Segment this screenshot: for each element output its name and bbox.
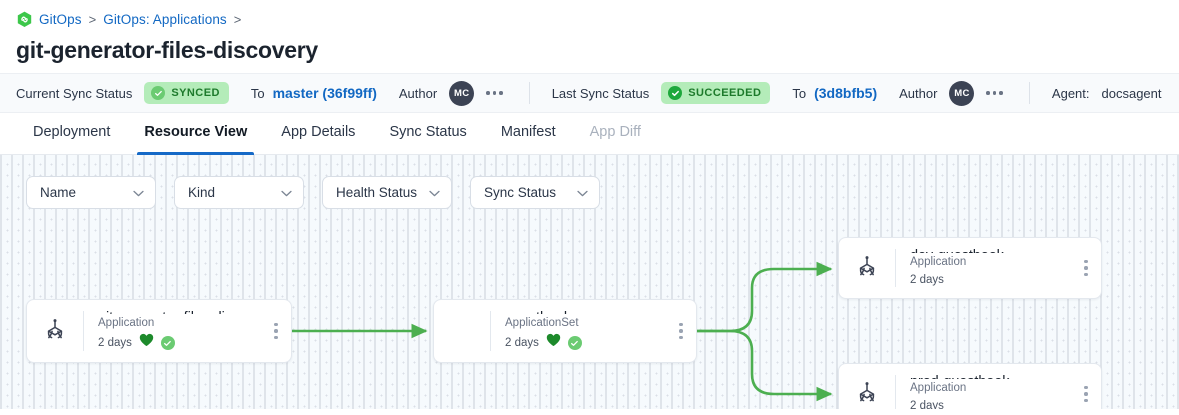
filter-bar: Name Kind Health Status Sync Status (26, 176, 600, 209)
node-body: prod-guestbook Application 2 days (896, 364, 1071, 409)
filter-sync-status-label: Sync Status (484, 185, 557, 200)
author-label-2: Author (899, 85, 938, 101)
node-age: 2 days (910, 274, 944, 286)
synced-check-icon (151, 86, 166, 100)
healthy-heart-icon (139, 333, 154, 353)
node-overflow-menu[interactable] (1071, 364, 1101, 409)
tab-bar: Deployment Resource View App Details Syn… (0, 113, 1179, 155)
synced-check-icon (160, 336, 175, 350)
gitops-hex-link-icon (16, 11, 33, 28)
argo-application-icon (839, 364, 895, 409)
node-body: guestbook ApplicationSet 2 days (491, 300, 666, 362)
tab-sync-status[interactable]: Sync Status (389, 124, 467, 140)
breadcrumb-item-gitops[interactable]: GitOps (39, 11, 82, 27)
filter-name-label: Name (40, 185, 77, 200)
tab-app-details[interactable]: App Details (281, 124, 356, 140)
node-body: dev-guestbook Application 2 days (896, 238, 1071, 298)
resource-graph-canvas[interactable]: Name Kind Health Status Sync Status (0, 155, 1179, 409)
chevron-down-icon (577, 185, 588, 200)
status-divider-2 (1028, 82, 1030, 104)
current-to-label: To (250, 85, 265, 101)
breadcrumb-separator-2: > (233, 11, 242, 27)
healthy-heart-icon (546, 333, 561, 353)
agent-label: Agent: (1051, 85, 1090, 101)
node-title: guestbook (505, 309, 666, 314)
argo-application-icon (27, 300, 83, 362)
node-overflow-menu[interactable] (1071, 238, 1101, 298)
node-kind: Application (910, 256, 967, 268)
tab-resource-view[interactable]: Resource View (127, 112, 264, 155)
chevron-down-icon (429, 185, 440, 200)
last-revision-link[interactable]: (3d8bfb5) (814, 85, 878, 101)
tab-deployment[interactable]: Deployment (33, 124, 111, 140)
node-meta: 2 days (505, 333, 666, 353)
node-divider (490, 311, 491, 351)
node-age: 2 days (98, 336, 132, 349)
filter-kind[interactable]: Kind (174, 176, 304, 209)
last-sync-status-label: Last Sync Status (551, 85, 650, 101)
breadcrumb: GitOps > GitOps: Applications > (0, 0, 1179, 28)
node-meta: 2 days (910, 272, 1071, 289)
node-overflow-menu[interactable] (261, 300, 291, 362)
last-sync-status-badge-label: SUCCEEDED (688, 87, 762, 99)
argo-application-icon (839, 238, 895, 298)
last-to-label: To (792, 85, 807, 101)
graph-node-prod-guestbook[interactable]: prod-guestbook Application 2 days (838, 363, 1102, 409)
node-kind: Application (98, 317, 155, 329)
chevron-down-icon (133, 185, 144, 200)
avatar-2[interactable]: MC (949, 80, 975, 106)
tab-app-diff: App Diff (589, 124, 641, 140)
node-overflow-menu[interactable] (666, 300, 696, 362)
node-meta: 2 days (910, 398, 1071, 409)
node-age: 2 days (910, 400, 944, 409)
status-bar: Current Sync Status SYNCED To master (36… (0, 73, 1179, 113)
graph-node-dev-guestbook[interactable]: dev-guestbook Application 2 days (838, 237, 1102, 299)
current-sync-status-label: Current Sync Status (16, 85, 133, 101)
node-divider (895, 249, 896, 287)
graph-node-guestbook[interactable]: guestbook ApplicationSet 2 days (433, 299, 697, 363)
node-age: 2 days (505, 336, 539, 349)
node-title: prod-guestbook (910, 373, 1071, 379)
node-title: dev-guestbook (910, 247, 1071, 253)
succeeded-check-icon (668, 86, 683, 100)
filter-sync-status[interactable]: Sync Status (470, 176, 600, 209)
synced-check-icon (567, 336, 582, 350)
filter-health-status[interactable]: Health Status (322, 176, 452, 209)
current-sync-status-badge-label: SYNCED (171, 87, 220, 99)
breadcrumb-separator: > (88, 11, 97, 27)
filter-health-status-label: Health Status (336, 185, 418, 200)
node-kind: ApplicationSet (505, 317, 579, 329)
graph-node-git-generator-files-discovery[interactable]: git-generator-files-disco... Application… (26, 299, 292, 363)
node-meta: 2 days (98, 333, 261, 353)
last-sync-status-badge[interactable]: SUCCEEDED (661, 82, 771, 104)
node-icon-placeholder (434, 300, 490, 362)
filter-name[interactable]: Name (26, 176, 156, 209)
node-kind: Application (910, 382, 967, 394)
current-sync-status-badge[interactable]: SYNCED (144, 82, 229, 104)
agent-value: docsagent (1101, 85, 1162, 101)
filter-kind-label: Kind (188, 185, 216, 200)
avatar[interactable]: MC (449, 80, 475, 106)
node-divider (83, 311, 84, 351)
status-divider-1 (528, 82, 530, 104)
page-title: git-generator-files-discovery (16, 37, 318, 63)
breadcrumb-item-gitops-applications[interactable]: GitOps: Applications (103, 11, 227, 27)
node-body: git-generator-files-disco... Application… (84, 300, 261, 362)
current-sync-overflow-menu[interactable] (482, 85, 507, 101)
chevron-down-icon (281, 185, 292, 200)
last-sync-overflow-menu[interactable] (982, 85, 1007, 101)
node-title: git-generator-files-disco... (98, 309, 261, 314)
tab-manifest[interactable]: Manifest (500, 124, 556, 140)
node-divider (895, 375, 896, 409)
author-label: Author (398, 85, 438, 101)
current-revision-link[interactable]: master (36f99ff) (272, 85, 377, 101)
